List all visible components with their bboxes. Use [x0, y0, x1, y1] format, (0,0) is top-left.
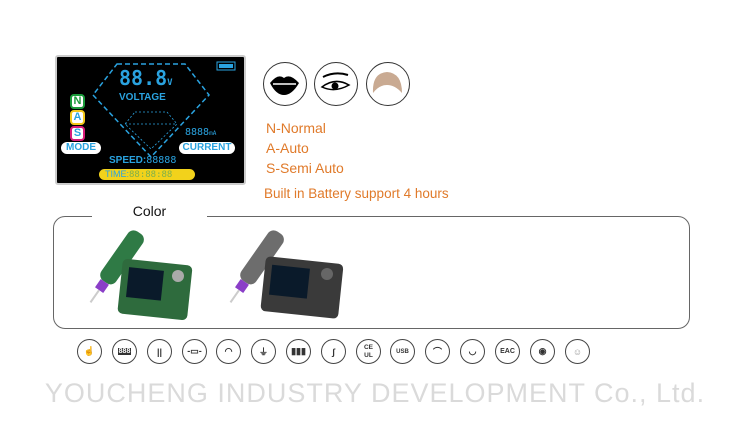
- ce-text: CE: [363, 343, 374, 351]
- eyebrow-feature-icon: ⌒: [425, 339, 450, 364]
- watermark: YOUCHENG INDUSTRY DEVELOPMENT Co., Ltd.: [44, 378, 706, 408]
- current-number: 8888: [185, 127, 210, 138]
- mode-normal-text: N-Normal: [266, 120, 326, 136]
- usb-text: USB: [396, 348, 409, 355]
- battery-note: Built in Battery support 4 hours: [264, 186, 449, 201]
- eac-text: EAC: [500, 348, 515, 355]
- color-label: Color: [92, 203, 207, 219]
- speed-gauge-icon: ◠: [216, 339, 241, 364]
- mode-s-badge: S: [70, 126, 85, 141]
- lips-icon: [263, 62, 307, 106]
- diamond-icon: [92, 61, 236, 159]
- touch-icon: ☝: [77, 339, 102, 364]
- voltage-number: 88.8: [119, 66, 168, 90]
- mode-n-badge: N: [70, 94, 85, 109]
- speed-value: 88888: [146, 155, 177, 166]
- needle-icon: -▭-: [182, 339, 207, 364]
- mode-semi-auto-text: S-Semi Auto: [266, 160, 344, 176]
- time-value: 88:88:88: [129, 170, 173, 180]
- display-text: 888: [117, 348, 132, 355]
- voltage-value: 88.8V: [119, 67, 173, 94]
- eyebrow-icon: [366, 62, 410, 106]
- gray-variant-product[interactable]: [215, 222, 355, 322]
- current-label: CURRENT: [179, 142, 235, 154]
- color-section: [53, 216, 690, 329]
- lcd-display-diagram: 88.8V VOLTAGE N A S MODE 8888mA CURRENT …: [55, 55, 246, 185]
- speed-readout: SPEED:88888: [109, 155, 176, 167]
- eye-feature-icon: ◉: [530, 339, 555, 364]
- pen-icon: ⏚: [251, 339, 276, 364]
- digital-display-icon: 888: [112, 339, 137, 364]
- battery-icon: [219, 64, 233, 68]
- eac-icon: EAC: [495, 339, 520, 364]
- mode-a-badge: A: [70, 110, 85, 125]
- mode-auto-text: A-Auto: [266, 140, 309, 156]
- cartridges-icon: ||: [147, 339, 172, 364]
- eyeliner-icon: [314, 62, 358, 106]
- voltage-unit: V: [167, 78, 173, 88]
- face-icon: ☺: [565, 339, 590, 364]
- current-unit: mA: [209, 130, 217, 137]
- green-variant-product[interactable]: [75, 222, 205, 322]
- speed-label: SPEED:: [109, 155, 147, 166]
- lips-feature-icon: ◡: [460, 339, 485, 364]
- mode-label: MODE: [61, 142, 101, 154]
- cable-icon: ∫: [321, 339, 346, 364]
- voltage-label: VOLTAGE: [119, 92, 166, 103]
- time-readout: TIME:88:88:88: [99, 169, 195, 180]
- time-label: TIME:: [105, 169, 129, 179]
- current-value: 8888mA: [185, 127, 216, 140]
- ul-text: UL: [364, 351, 373, 359]
- usb-icon: USB: [390, 339, 415, 364]
- battery-icon: ▮▮▮: [286, 339, 311, 364]
